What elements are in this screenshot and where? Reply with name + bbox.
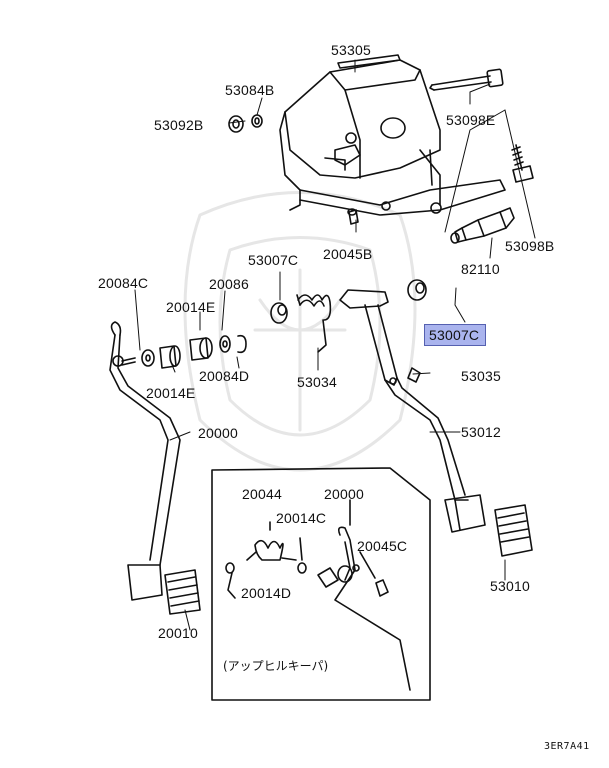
inset-note: (アップヒルキーパ) (223, 659, 329, 673)
uphill-keeper-inset (211, 467, 431, 701)
nut-and-washer (228, 114, 263, 133)
label-53035: 53035 (461, 368, 501, 384)
label-20014c: 20014C (276, 510, 327, 526)
label-20086: 20086 (209, 276, 249, 292)
label-82110: 82110 (461, 261, 500, 277)
label-20044: 20044 (242, 486, 282, 502)
label-20000-inset: 20000 (324, 486, 364, 502)
label-53012: 53012 (461, 424, 501, 440)
clutch-pedal-arm (109, 321, 181, 601)
pedal-bracket (279, 54, 506, 216)
bushing-53007c (270, 279, 427, 324)
return-spring (296, 294, 332, 353)
clutch-pedal-pad (164, 569, 201, 615)
bolt-53098b (511, 144, 534, 183)
reference-code: 3ER7A41 (544, 741, 590, 752)
label-20010: 20010 (158, 625, 198, 641)
label-20045b: 20045B (323, 246, 373, 262)
label-20014e-top: 20014E (166, 299, 216, 315)
label-20014d: 20014D (241, 585, 292, 601)
label-53010: 53010 (490, 578, 530, 594)
bushing-20045b (347, 208, 359, 225)
label-53034: 53034 (297, 374, 337, 390)
label-20045c: 20045C (357, 538, 408, 554)
bolt-53098e (429, 68, 504, 91)
label-20084d: 20084D (199, 368, 250, 384)
brake-pedal-pad (494, 504, 533, 557)
label-53084b: 53084B (225, 82, 275, 98)
label-20000-main: 20000 (198, 425, 238, 441)
label-53092b: 53092B (154, 117, 204, 133)
label-20014e-bot: 20014E (146, 385, 196, 401)
label-53098e: 53098E (446, 112, 496, 128)
clutch-bushings (141, 334, 247, 369)
label-53305: 53305 (331, 42, 371, 58)
stop-lamp-switch (450, 207, 515, 244)
brake-pedal-arm (339, 289, 486, 533)
label-53007c-selected[interactable]: 53007C (424, 324, 487, 346)
label-20084c: 20084C (98, 275, 149, 291)
leader-lines (134, 59, 536, 631)
label-53098b: 53098B (505, 238, 555, 254)
label-53007c-top: 53007C (248, 252, 299, 268)
